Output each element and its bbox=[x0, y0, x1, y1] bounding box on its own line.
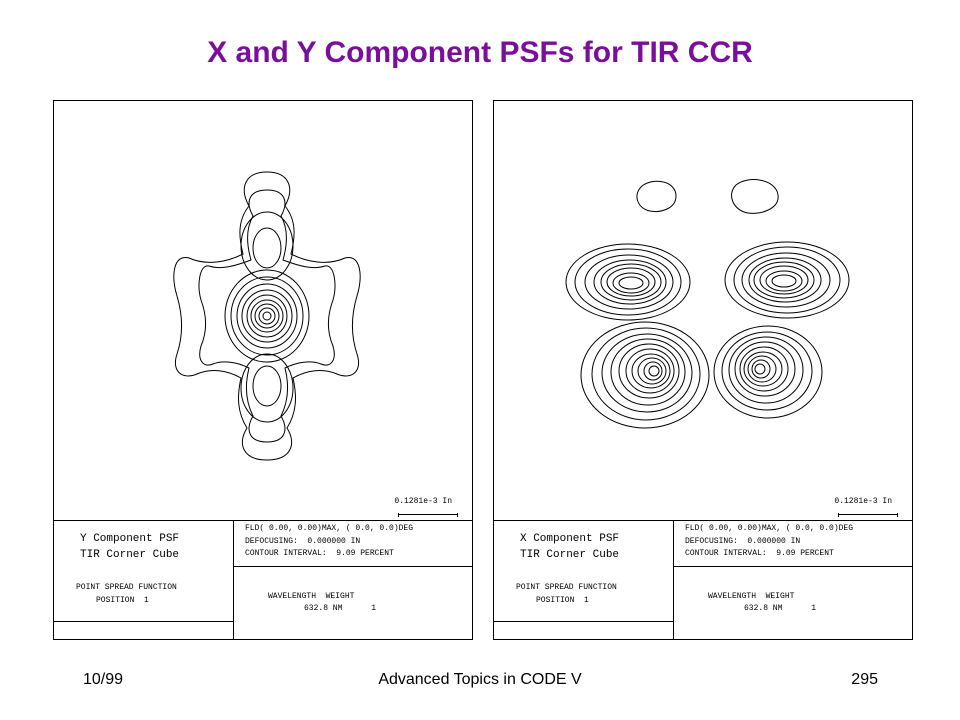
divider bbox=[494, 621, 673, 622]
footer-page-number: 295 bbox=[851, 671, 878, 688]
y-center-contour-5 bbox=[246, 294, 288, 338]
slide-title: X and Y Component PSFs for TIR CCR bbox=[207, 36, 753, 69]
y-top-lobe-inner bbox=[252, 227, 282, 269]
y-mid-envelope bbox=[198, 189, 336, 443]
x-top-left-blob bbox=[636, 180, 677, 212]
y-psf-contour-plot bbox=[173, 171, 361, 461]
y-center-contour-9 bbox=[224, 269, 310, 363]
x-upper-right-lobe bbox=[724, 241, 850, 319]
position-line: POSITION 1 bbox=[536, 596, 589, 605]
x-psf-contour-plot bbox=[565, 179, 850, 429]
component-name: Y Component PSF bbox=[80, 533, 180, 545]
function-line: POINT SPREAD FUNCTION bbox=[76, 583, 177, 592]
y-center-contour-6 bbox=[241, 289, 293, 343]
footer-date: 10/99 bbox=[83, 671, 124, 688]
footer-course: Advanced Topics in CODE V bbox=[378, 671, 582, 688]
wavelength-header: WAVELENGTH WEIGHT bbox=[268, 592, 355, 601]
x-scale-bar bbox=[838, 513, 898, 517]
divider bbox=[673, 566, 912, 567]
x-scale-label: 0.1281e-3 In bbox=[834, 497, 892, 506]
x-psf-panel: 0.1281e-3 In X Component PSF TIR Corner … bbox=[493, 100, 913, 640]
y-psf-panel: 0.1281e-3 In Y Component PSF TIR Corner … bbox=[53, 100, 473, 640]
y-bottom-lobe-outer bbox=[240, 353, 294, 423]
y-scale-label: 0.1281e-3 In bbox=[394, 497, 452, 506]
x-info-block: X Component PSF TIR Corner Cube POINT SP… bbox=[494, 520, 912, 640]
divider bbox=[233, 521, 234, 640]
x-lower-right-lobe bbox=[713, 325, 823, 419]
contour-line: CONTOUR INTERVAL: 9.09 PERCENT bbox=[245, 549, 394, 558]
position-line: POSITION 1 bbox=[96, 596, 149, 605]
field-line: FLD( 0.00, 0.00)MAX, ( 0.0, 0.0)DEG bbox=[245, 524, 414, 533]
y-center-contour-1 bbox=[262, 311, 272, 321]
y-bottom-lobe-inner bbox=[252, 365, 282, 407]
y-center-contour-3 bbox=[254, 303, 280, 329]
y-center-contour-2 bbox=[258, 307, 276, 325]
defocus-line: DEFOCUSING: 0.000000 IN bbox=[245, 537, 361, 546]
divider bbox=[233, 566, 472, 567]
y-center-contour-8 bbox=[230, 276, 304, 356]
y-info-block: Y Component PSF TIR Corner Cube POINT SP… bbox=[54, 520, 472, 640]
subject-name: TIR Corner Cube bbox=[520, 549, 620, 561]
divider bbox=[54, 621, 233, 622]
x-top-right-blob bbox=[731, 179, 779, 214]
wavelength-value: 632.8 NM 1 bbox=[304, 604, 377, 613]
defocus-line: DEFOCUSING: 0.000000 IN bbox=[685, 537, 801, 546]
y-center-contour-7 bbox=[236, 283, 298, 349]
y-scale-bar bbox=[398, 513, 458, 517]
wavelength-value: 632.8 NM 1 bbox=[744, 604, 817, 613]
function-line: POINT SPREAD FUNCTION bbox=[516, 583, 617, 592]
contour-line: CONTOUR INTERVAL: 9.09 PERCENT bbox=[685, 549, 834, 558]
subject-name: TIR Corner Cube bbox=[80, 549, 180, 561]
field-line: FLD( 0.00, 0.00)MAX, ( 0.0, 0.0)DEG bbox=[685, 524, 854, 533]
wavelength-header: WAVELENGTH WEIGHT bbox=[708, 592, 795, 601]
y-center-contour-4 bbox=[250, 299, 284, 333]
component-name: X Component PSF bbox=[520, 533, 620, 545]
y-outer-envelope bbox=[173, 171, 361, 461]
x-upper-left-lobe bbox=[565, 243, 691, 321]
x-lower-left-lobe bbox=[580, 321, 710, 429]
divider bbox=[673, 521, 674, 640]
